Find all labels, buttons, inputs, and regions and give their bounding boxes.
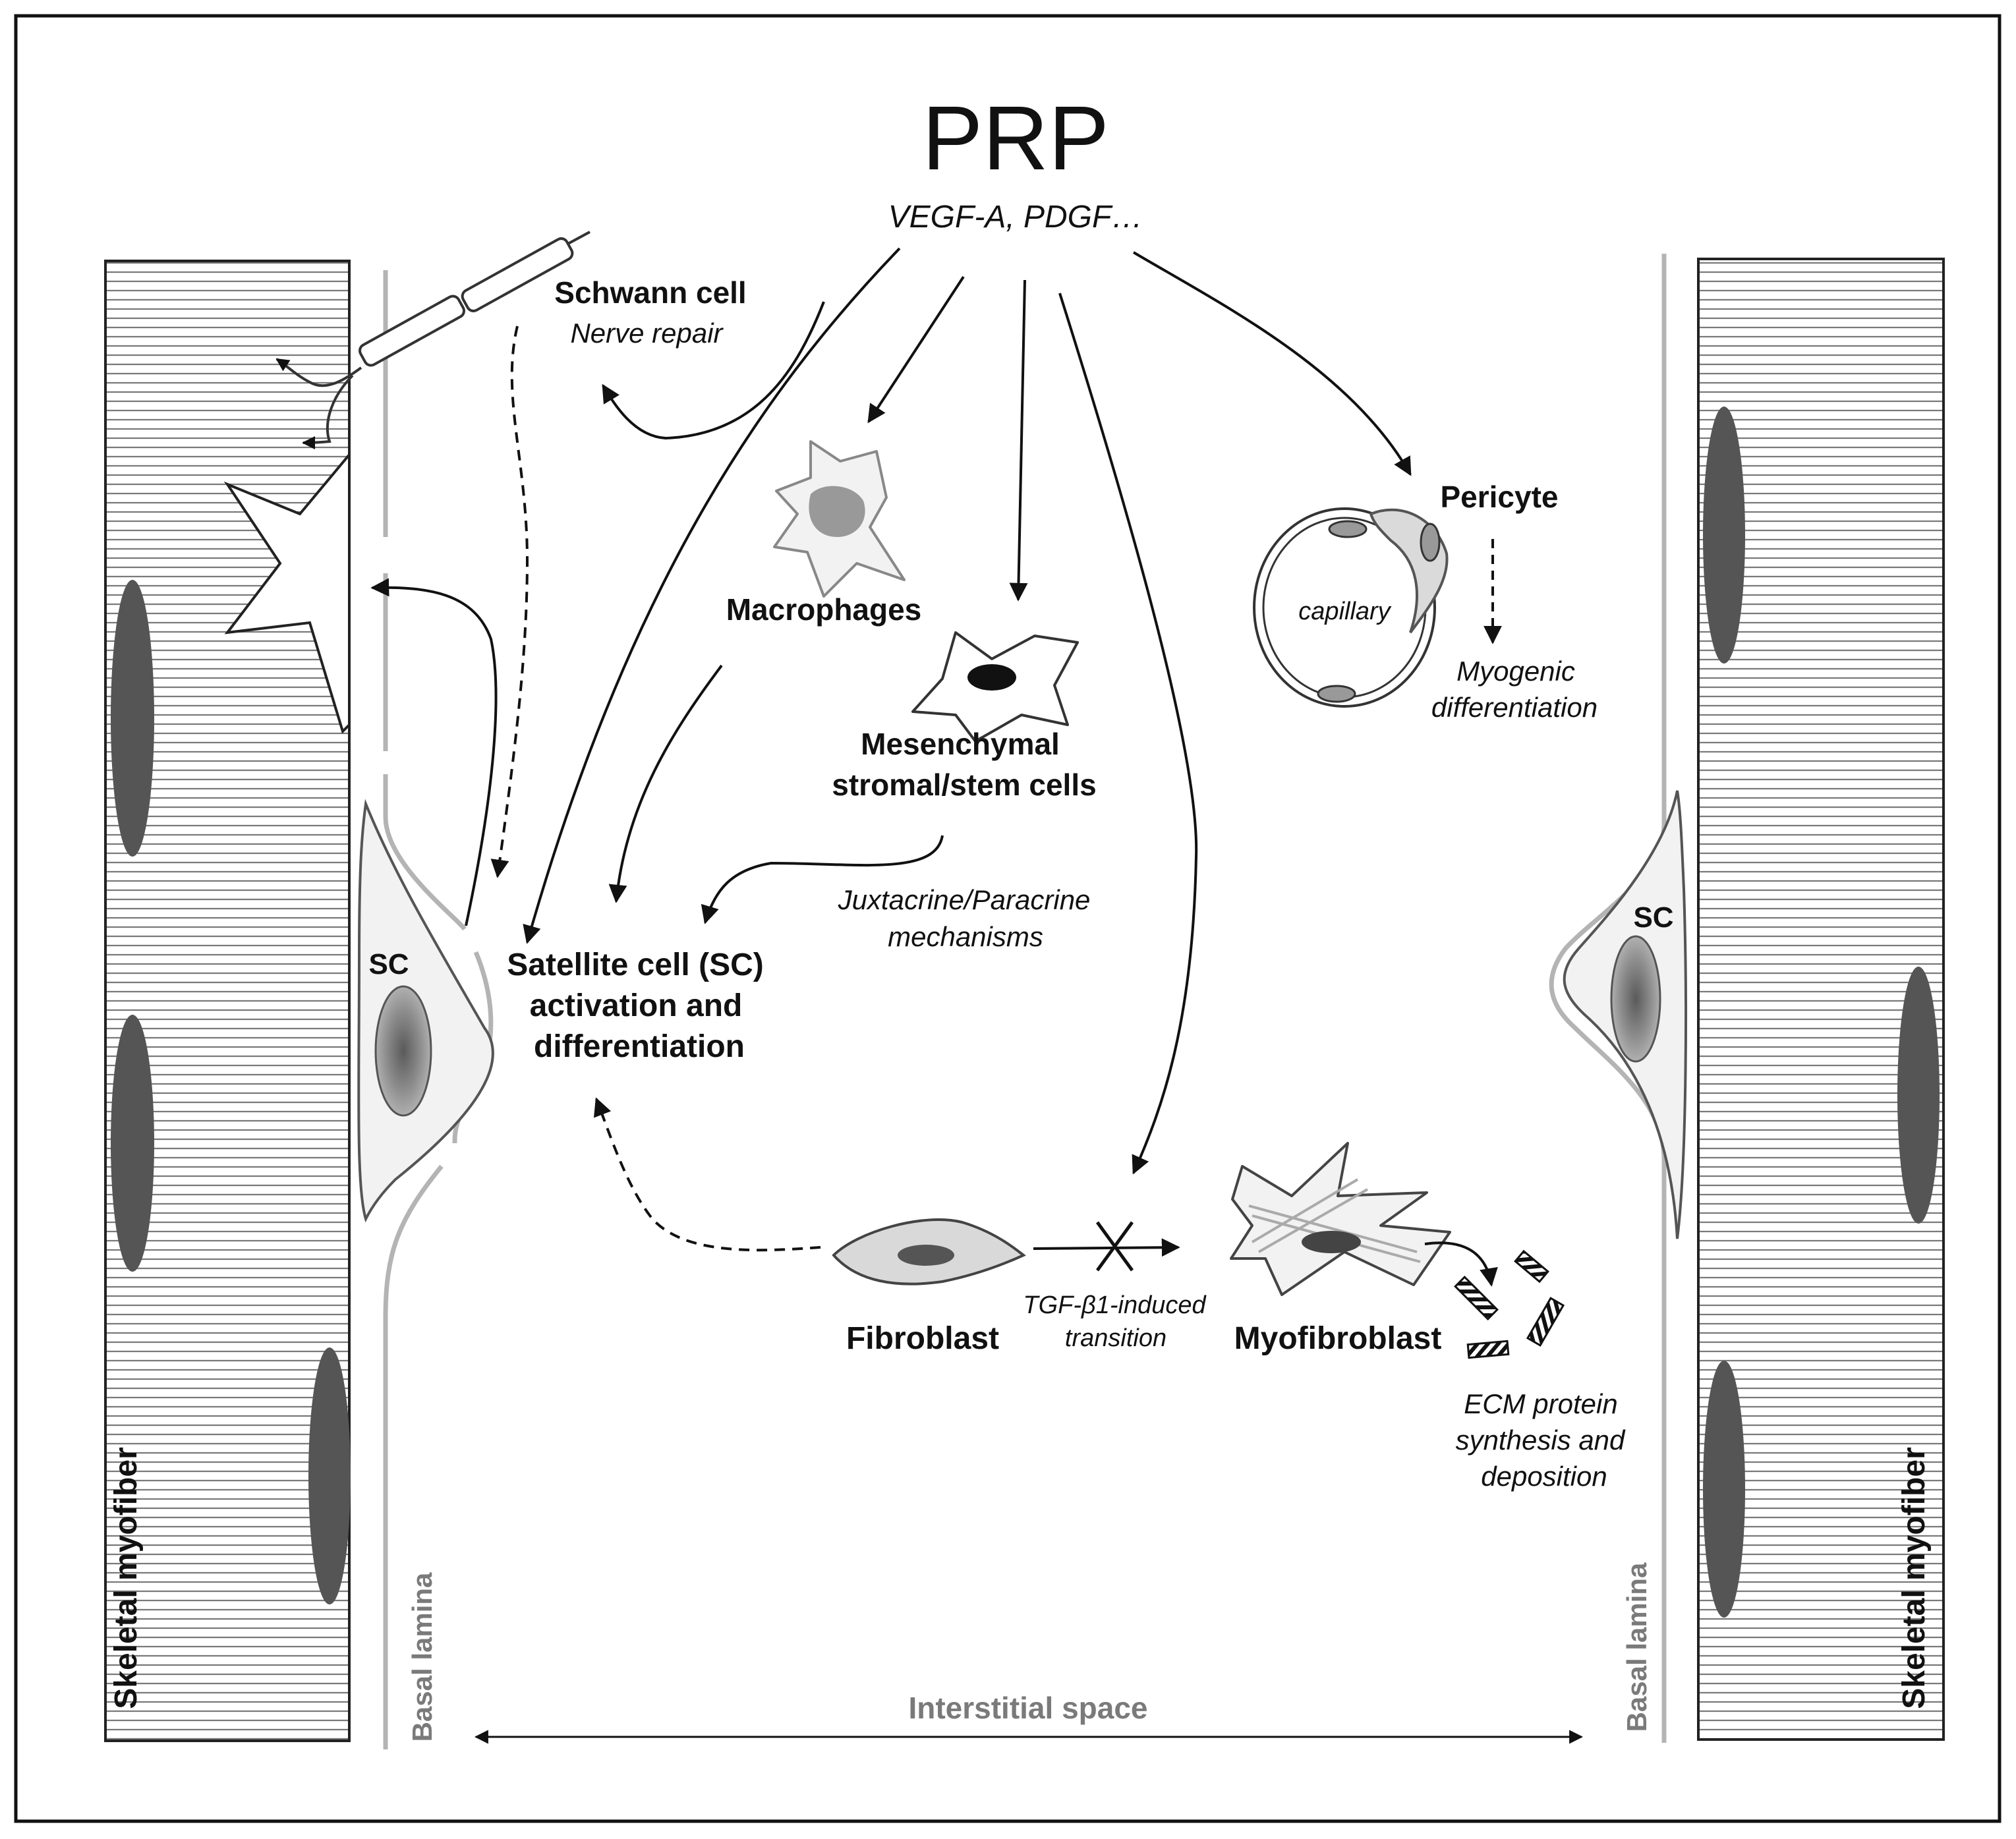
- label-basal-lamina-right: Basal lamina: [1621, 1562, 1652, 1732]
- label-tgf-1: TGF-β1-induced: [1023, 1291, 1207, 1319]
- arrow-sc-injury: [370, 578, 498, 926]
- msc-cell: [911, 631, 1079, 743]
- arrow-prp-macrophages: [867, 275, 965, 424]
- arrow-prp-pericyte: [1132, 251, 1412, 476]
- label-capillary: capillary: [1298, 598, 1391, 625]
- label-interstitial-space: Interstitial space: [908, 1691, 1147, 1725]
- arrow-msc-satellite: [701, 835, 944, 924]
- injury-burst: [223, 451, 351, 734]
- arrow-prp-msc: [1009, 279, 1028, 602]
- arrow-myofibroblast-ecm: [1424, 1241, 1498, 1287]
- arrow-prp-satellite: [523, 247, 901, 944]
- label-sc-right: SC: [1633, 901, 1673, 934]
- arrows: [370, 247, 1584, 1744]
- arrow-fibroblast-myofibroblast: [1033, 1238, 1180, 1257]
- label-pericyte: Pericyte: [1440, 480, 1558, 514]
- arrow-prp-nerve-repair: [602, 301, 825, 440]
- myonucleus: [111, 580, 154, 857]
- fibroblast-cell: [832, 1218, 1026, 1286]
- myonucleus: [308, 1347, 351, 1604]
- label-juxtacrine-1: Juxtacrine/Paracrine: [838, 884, 1091, 915]
- outer-frame: [14, 14, 2002, 1823]
- arrow-prp-transition: [1058, 293, 1198, 1175]
- myonucleus: [111, 1015, 154, 1272]
- macrophage-cell: [773, 440, 906, 598]
- label-sc-left: SC: [368, 948, 409, 980]
- label-satellite-1: Satellite cell (SC): [507, 948, 763, 982]
- ecm-fibers: [1454, 1249, 1565, 1359]
- transition-block-x: [1095, 1221, 1134, 1272]
- label-ecm-3: deposition: [1481, 1461, 1607, 1492]
- label-nerve-repair: Nerve repair: [570, 318, 724, 349]
- label-macrophages: Macrophages: [726, 592, 922, 627]
- label-myofiber-right: Skeletal myofiber: [1897, 1447, 1932, 1709]
- myonucleus: [1703, 407, 1745, 664]
- label-msc-2: stromal/stem cells: [832, 768, 1096, 802]
- subtitle: VEGF-A, PDGF…: [888, 200, 1143, 235]
- label-juxtacrine-2: mechanisms: [888, 921, 1043, 952]
- arrow-fibroblast-satellite: [593, 1097, 821, 1252]
- label-satellite-3: differentiation: [534, 1029, 745, 1064]
- label-basal-lamina-left: Basal lamina: [407, 1572, 438, 1741]
- left-basal-lamina: [383, 270, 494, 1749]
- label-tgf-2: transition: [1065, 1324, 1166, 1352]
- arrow-schwann-satellite: [490, 325, 529, 878]
- label-myogenic-1: Myogenic: [1456, 656, 1575, 687]
- left-myofiber: [104, 260, 351, 1742]
- label-myogenic-2: differentiation: [1431, 692, 1598, 723]
- label-satellite-2: activation and: [530, 988, 743, 1023]
- arrow-macrophages-satellite: [608, 664, 723, 903]
- label-msc-1: Mesenchymal: [861, 727, 1060, 761]
- satellite-cell-right: [1563, 790, 1687, 1239]
- satellite-cell-left: [357, 799, 494, 1223]
- capillary-pericyte: [1253, 507, 1449, 708]
- myonucleus: [1703, 1361, 1745, 1618]
- myonucleus: [1897, 967, 1940, 1224]
- label-ecm-2: synthesis and: [1456, 1425, 1626, 1456]
- label-ecm-1: ECM protein: [1464, 1388, 1617, 1419]
- label-myofiber-left: Skeletal myofiber: [109, 1447, 144, 1709]
- title: PRP: [922, 88, 1109, 189]
- right-myofiber: [1697, 258, 1945, 1741]
- label-schwann-cell: Schwann cell: [554, 275, 746, 310]
- label-fibroblast: Fibroblast: [846, 1321, 999, 1356]
- myofibroblast-cell: [1230, 1142, 1451, 1296]
- nerve-axon: [275, 231, 590, 449]
- label-myofibroblast: Myofibroblast: [1234, 1321, 1442, 1356]
